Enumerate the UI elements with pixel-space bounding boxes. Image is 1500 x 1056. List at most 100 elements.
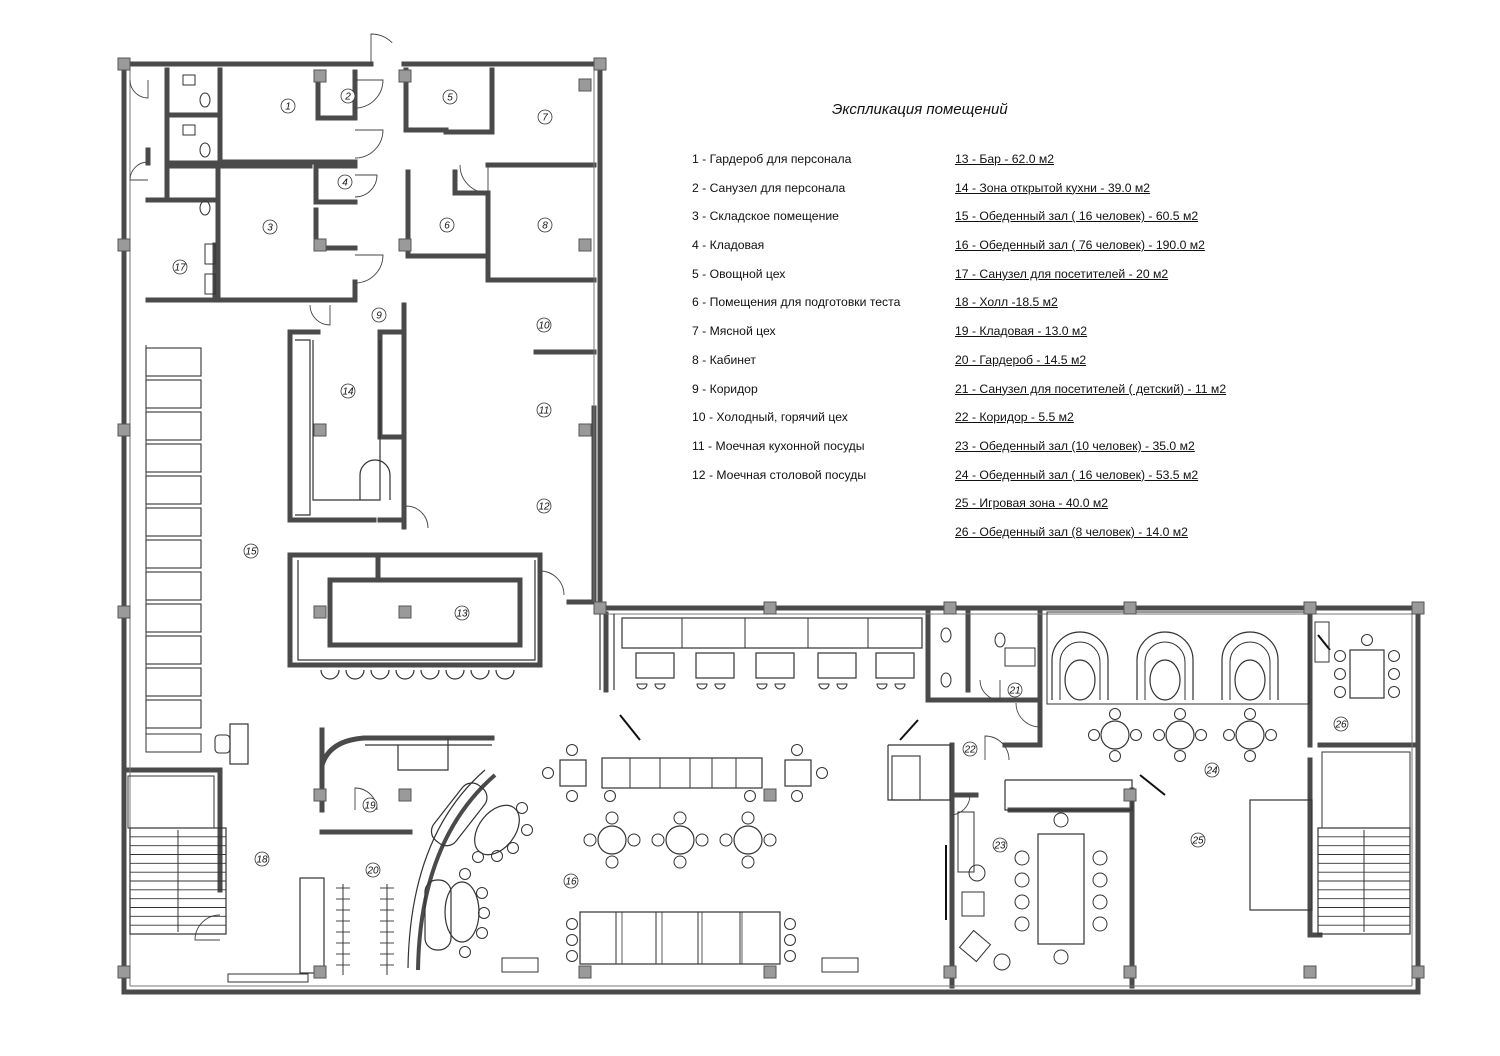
cabinet: [501, 957, 539, 973]
column: [763, 601, 777, 615]
room-number-text: 1: [285, 102, 291, 113]
chair: [605, 811, 619, 825]
play-mat: [1249, 799, 1313, 911]
room-number: 10: [536, 317, 552, 333]
chair: [1195, 729, 1207, 741]
column: [117, 423, 131, 437]
sink: [204, 243, 216, 265]
wall: [215, 279, 358, 303]
table: [635, 652, 675, 679]
chair: [1014, 872, 1030, 888]
reception-chair: [214, 734, 231, 754]
chair: [636, 683, 648, 690]
sideboard: [957, 811, 975, 873]
door: [309, 304, 331, 326]
room-number-circle: [442, 89, 458, 105]
room-number-text: 25: [1191, 836, 1204, 847]
chair: [1092, 894, 1108, 910]
room-number-circle: [262, 219, 278, 235]
column: [943, 601, 957, 615]
sink: [182, 124, 196, 136]
room-number-text: 16: [565, 877, 577, 888]
booth-table: [145, 603, 202, 633]
column: [1411, 601, 1425, 615]
column: [313, 238, 327, 252]
room-number: 22: [962, 741, 978, 757]
arch-sofa-inner: [1144, 641, 1186, 700]
room-number: 18: [254, 851, 270, 867]
wall: [485, 190, 597, 283]
chair: [604, 790, 616, 802]
arch-sofa: [1136, 631, 1194, 700]
door: [405, 505, 429, 529]
room-number-circle: [1190, 832, 1206, 848]
booth-table: [145, 507, 202, 537]
chair: [605, 855, 619, 869]
room-number: 19: [362, 797, 378, 813]
room-number-circle: [362, 797, 378, 813]
chair: [1334, 668, 1346, 680]
booth-table: [145, 699, 202, 729]
booth-table: [145, 571, 202, 601]
wall: [405, 169, 491, 259]
chair: [476, 887, 488, 899]
oval-table: [1149, 659, 1181, 701]
wall: [327, 554, 523, 648]
toilet: [199, 92, 211, 108]
wall: [925, 607, 1043, 748]
room-number-circle: [962, 741, 978, 757]
column: [313, 965, 327, 979]
room-number-text: 20: [366, 866, 379, 877]
chair: [654, 683, 666, 690]
room-number: 9: [371, 307, 387, 323]
booth-table: [145, 475, 202, 505]
room-number-text: 14: [342, 387, 354, 398]
long-table: [579, 911, 781, 965]
column: [398, 605, 412, 619]
door: [949, 794, 971, 816]
door: [984, 735, 1010, 761]
room-number: 23: [992, 837, 1008, 853]
door-leaf: [1139, 774, 1166, 796]
door-leaf: [899, 719, 919, 741]
chair: [542, 767, 554, 779]
arch-sofa: [1221, 631, 1279, 700]
chair: [1388, 650, 1400, 662]
chair: [1092, 850, 1108, 866]
room-number-circle: [365, 862, 381, 878]
table: [784, 759, 812, 787]
chair: [459, 946, 471, 958]
booth-table: [145, 539, 202, 569]
partition: [312, 340, 381, 501]
chair: [627, 833, 641, 847]
chair: [1334, 650, 1346, 662]
partition: [1004, 779, 1133, 811]
room-number-circle: [536, 402, 552, 418]
chair: [784, 934, 796, 946]
room-number: 16: [563, 873, 579, 889]
column: [578, 78, 592, 92]
door: [539, 570, 565, 596]
room-number: 21: [1007, 682, 1023, 698]
baby-changer: [1004, 647, 1036, 667]
chair: [741, 855, 755, 869]
toilet: [940, 627, 952, 643]
bench: [145, 733, 202, 753]
chair: [695, 833, 709, 847]
oval-table: [1234, 659, 1266, 701]
chair: [651, 833, 665, 847]
chair: [1109, 708, 1121, 720]
sink: [204, 273, 216, 295]
room-number-text: 9: [376, 311, 382, 322]
walls: [121, 61, 1421, 995]
column: [593, 57, 607, 71]
chair: [784, 918, 796, 930]
room-number-circle: [1204, 762, 1220, 778]
cabinet: [821, 957, 859, 973]
staircases: [127, 751, 1411, 935]
chair: [1174, 750, 1186, 762]
column: [578, 965, 592, 979]
room-number-circle: [280, 98, 296, 114]
arch-sofa: [1051, 631, 1109, 700]
wall: [1307, 757, 1323, 938]
